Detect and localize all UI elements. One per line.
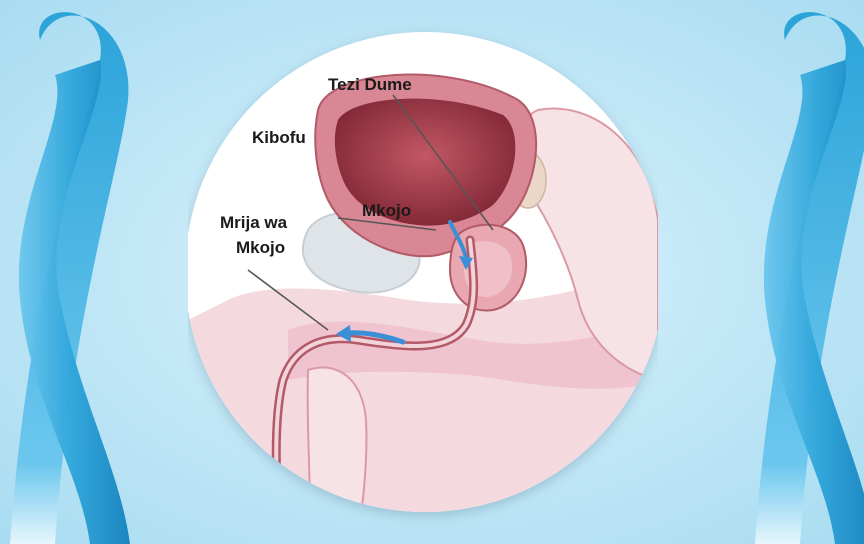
label-urethra-line1: Mrija wa	[220, 213, 287, 233]
awareness-ribbon-icon	[745, 0, 864, 544]
label-urine: Mkojo	[362, 201, 411, 221]
label-prostate: Tezi Dume	[328, 75, 412, 95]
label-bladder: Kibofu	[252, 128, 306, 148]
label-urethra-line2: Mkojo	[236, 238, 285, 258]
awareness-ribbon-icon	[0, 0, 140, 544]
anatomy-illustration	[188, 0, 658, 544]
